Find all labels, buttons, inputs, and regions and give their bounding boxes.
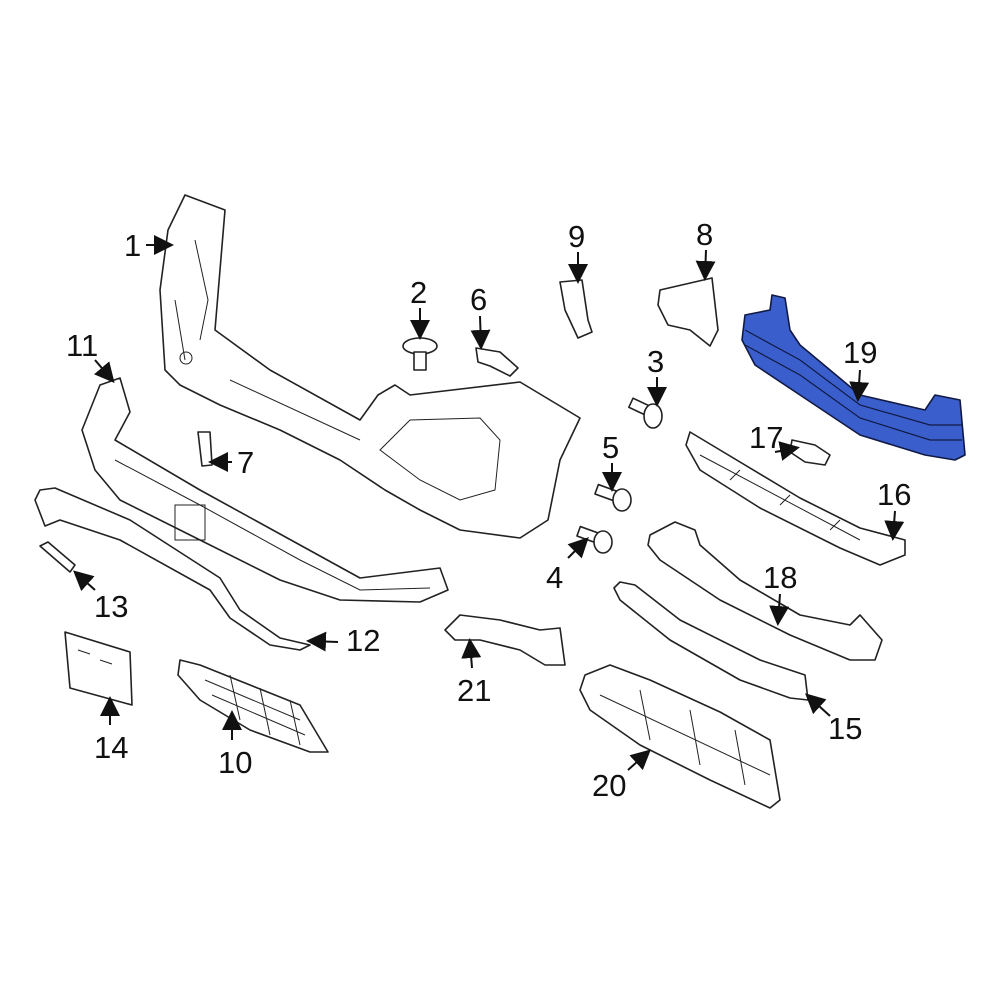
- part-2-push-pin[interactable]: [402, 337, 438, 371]
- callout-16: 16: [877, 477, 911, 512]
- part-3-fastener[interactable]: [628, 397, 663, 429]
- callout-9: 9: [568, 219, 585, 254]
- part-13-clip[interactable]: [39, 541, 76, 573]
- part-12-trim-strip[interactable]: [34, 487, 311, 651]
- callout-2: 2: [410, 275, 427, 310]
- callout-arrows: [73, 235, 905, 771]
- callout-21: 21: [457, 673, 491, 708]
- callout-12: 12: [346, 623, 380, 658]
- part-6-bracket[interactable]: [475, 347, 519, 377]
- callout-18: 18: [763, 560, 797, 595]
- part-20-air-deflector[interactable]: [579, 664, 781, 809]
- part-19-impact-bar[interactable]: [741, 294, 966, 461]
- part-21-bracket[interactable]: [444, 614, 566, 666]
- callout-10: 10: [218, 745, 252, 780]
- callout-5: 5: [602, 430, 619, 465]
- part-15-deflector[interactable]: [613, 581, 809, 701]
- part-17-bracket[interactable]: [789, 439, 831, 466]
- part-16-absorber[interactable]: [685, 431, 906, 566]
- part-8-bracket[interactable]: [657, 277, 719, 347]
- part-1-bumper-cover[interactable]: [159, 194, 581, 539]
- part-5-fastener[interactable]: [594, 483, 632, 512]
- part-4-fastener[interactable]: [576, 525, 613, 554]
- callout-20: 20: [592, 768, 626, 803]
- callout-1: 1: [124, 228, 141, 263]
- part-11-lower-valance[interactable]: [81, 377, 449, 603]
- part-14-license-bracket[interactable]: [64, 631, 133, 706]
- callout-19: 19: [843, 335, 877, 370]
- callout-15: 15: [828, 711, 862, 746]
- callout-11: 11: [66, 328, 98, 363]
- callout-6: 6: [470, 282, 487, 317]
- callout-7: 7: [237, 445, 254, 480]
- callout-14: 14: [94, 730, 128, 765]
- callout-3: 3: [647, 344, 664, 379]
- callout-17: 17: [749, 420, 783, 455]
- part-18-reinforcement[interactable]: [647, 521, 883, 661]
- callout-8: 8: [696, 217, 713, 252]
- part-7-bracket[interactable]: [197, 431, 213, 467]
- part-10-grille[interactable]: [177, 659, 329, 753]
- callout-13: 13: [94, 589, 128, 624]
- part-9-bracket[interactable]: [559, 279, 593, 339]
- callout-4: 4: [546, 560, 563, 595]
